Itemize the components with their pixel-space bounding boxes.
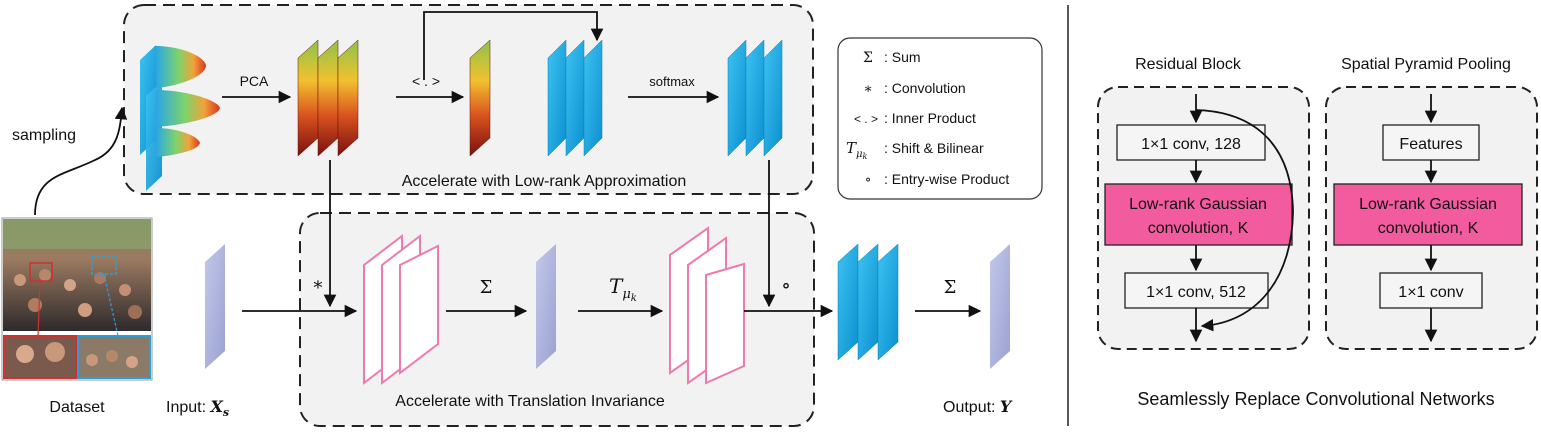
top-panel-caption: Accelerate with Low-rank Approximation [402,173,687,190]
bottom-panel-caption: Accelerate with Translation Invariance [395,393,665,410]
input-plane [205,244,225,369]
dataset-image [1,217,153,381]
legend-box [837,37,1043,200]
summed-plane [536,244,556,369]
spp-conv-box [1379,272,1483,309]
inner-product-label: < . > [412,73,440,89]
attention-blocks-top [727,39,783,157]
product-symbol: ∘ [781,273,791,297]
residual-conv512-label: 1×1 conv, 512 [1146,284,1246,301]
residual-conv512-box [1124,272,1269,309]
sum-symbol-1: Σ [480,277,493,298]
feature-blocks-top [547,39,603,157]
pca-label: PCA [240,73,269,89]
legend-product-symbol: ∘ [865,172,872,188]
legend-conv-text: : Convolution [884,80,966,96]
inner-product-result-plane [469,39,491,157]
spp-gaussian-box [1333,183,1523,246]
legend-conv-symbol: ∗ [863,81,873,97]
output-plane [990,244,1010,369]
sampling-arrow [34,106,128,216]
residual-conv128-label: 1×1 conv, 128 [1141,136,1241,153]
softmax-label: softmax [649,74,695,89]
spp-gaussian-line2: convolution, K [1378,220,1479,237]
legend-sum-symbol: Σ [863,50,873,66]
spp-features-box [1382,124,1480,161]
input-label: Input: Xs [166,397,229,419]
output-label: Output: Y [943,397,1013,416]
residual-gaussian-line2: convolution, K [1148,220,1249,237]
spp-features-label: Features [1399,136,1462,153]
sampling-label: sampling [12,127,76,144]
spp-conv-label: 1×1 conv [1398,284,1463,301]
spp-gaussian-line1: Low-rank Gaussian [1359,196,1497,213]
right-caption: Seamlessly Replace Convolutional Network… [1137,389,1494,409]
conv-feature-planes [363,233,439,386]
sum-symbol-2: Σ [944,277,957,298]
shifted-feature-planes [669,226,745,385]
legend-inner-text: : Inner Product [884,110,976,126]
dataset-label: Dataset [49,399,105,416]
conv-symbol: ∗ [312,274,324,295]
pca-basis-planes [297,39,359,157]
residual-gaussian-box [1104,183,1293,246]
residual-gaussian-line1: Low-rank Gaussian [1129,196,1267,213]
gaussian-kernel-stack [140,45,220,191]
legend-sum-text: : Sum [884,49,921,65]
legend-product-text: : Entry-wise Product [884,171,1009,187]
legend: Σ : Sum ∗ : Convolution < . > : Inner Pr… [846,49,1009,188]
legend-inner-symbol: < . > [854,112,878,126]
residual-conv128-box [1116,124,1266,161]
spp-title: Spatial Pyramid Pooling [1341,56,1511,73]
attention-blocks-bottom [837,243,899,361]
residual-block-title: Residual Block [1135,56,1242,73]
legend-shift-text: : Shift & Bilinear [884,140,984,156]
residual-skip-connection [1195,109,1294,332]
top-panel [123,4,814,195]
feature-feedback-arrow [423,11,604,80]
shift-symbol: Tμk [609,274,637,304]
